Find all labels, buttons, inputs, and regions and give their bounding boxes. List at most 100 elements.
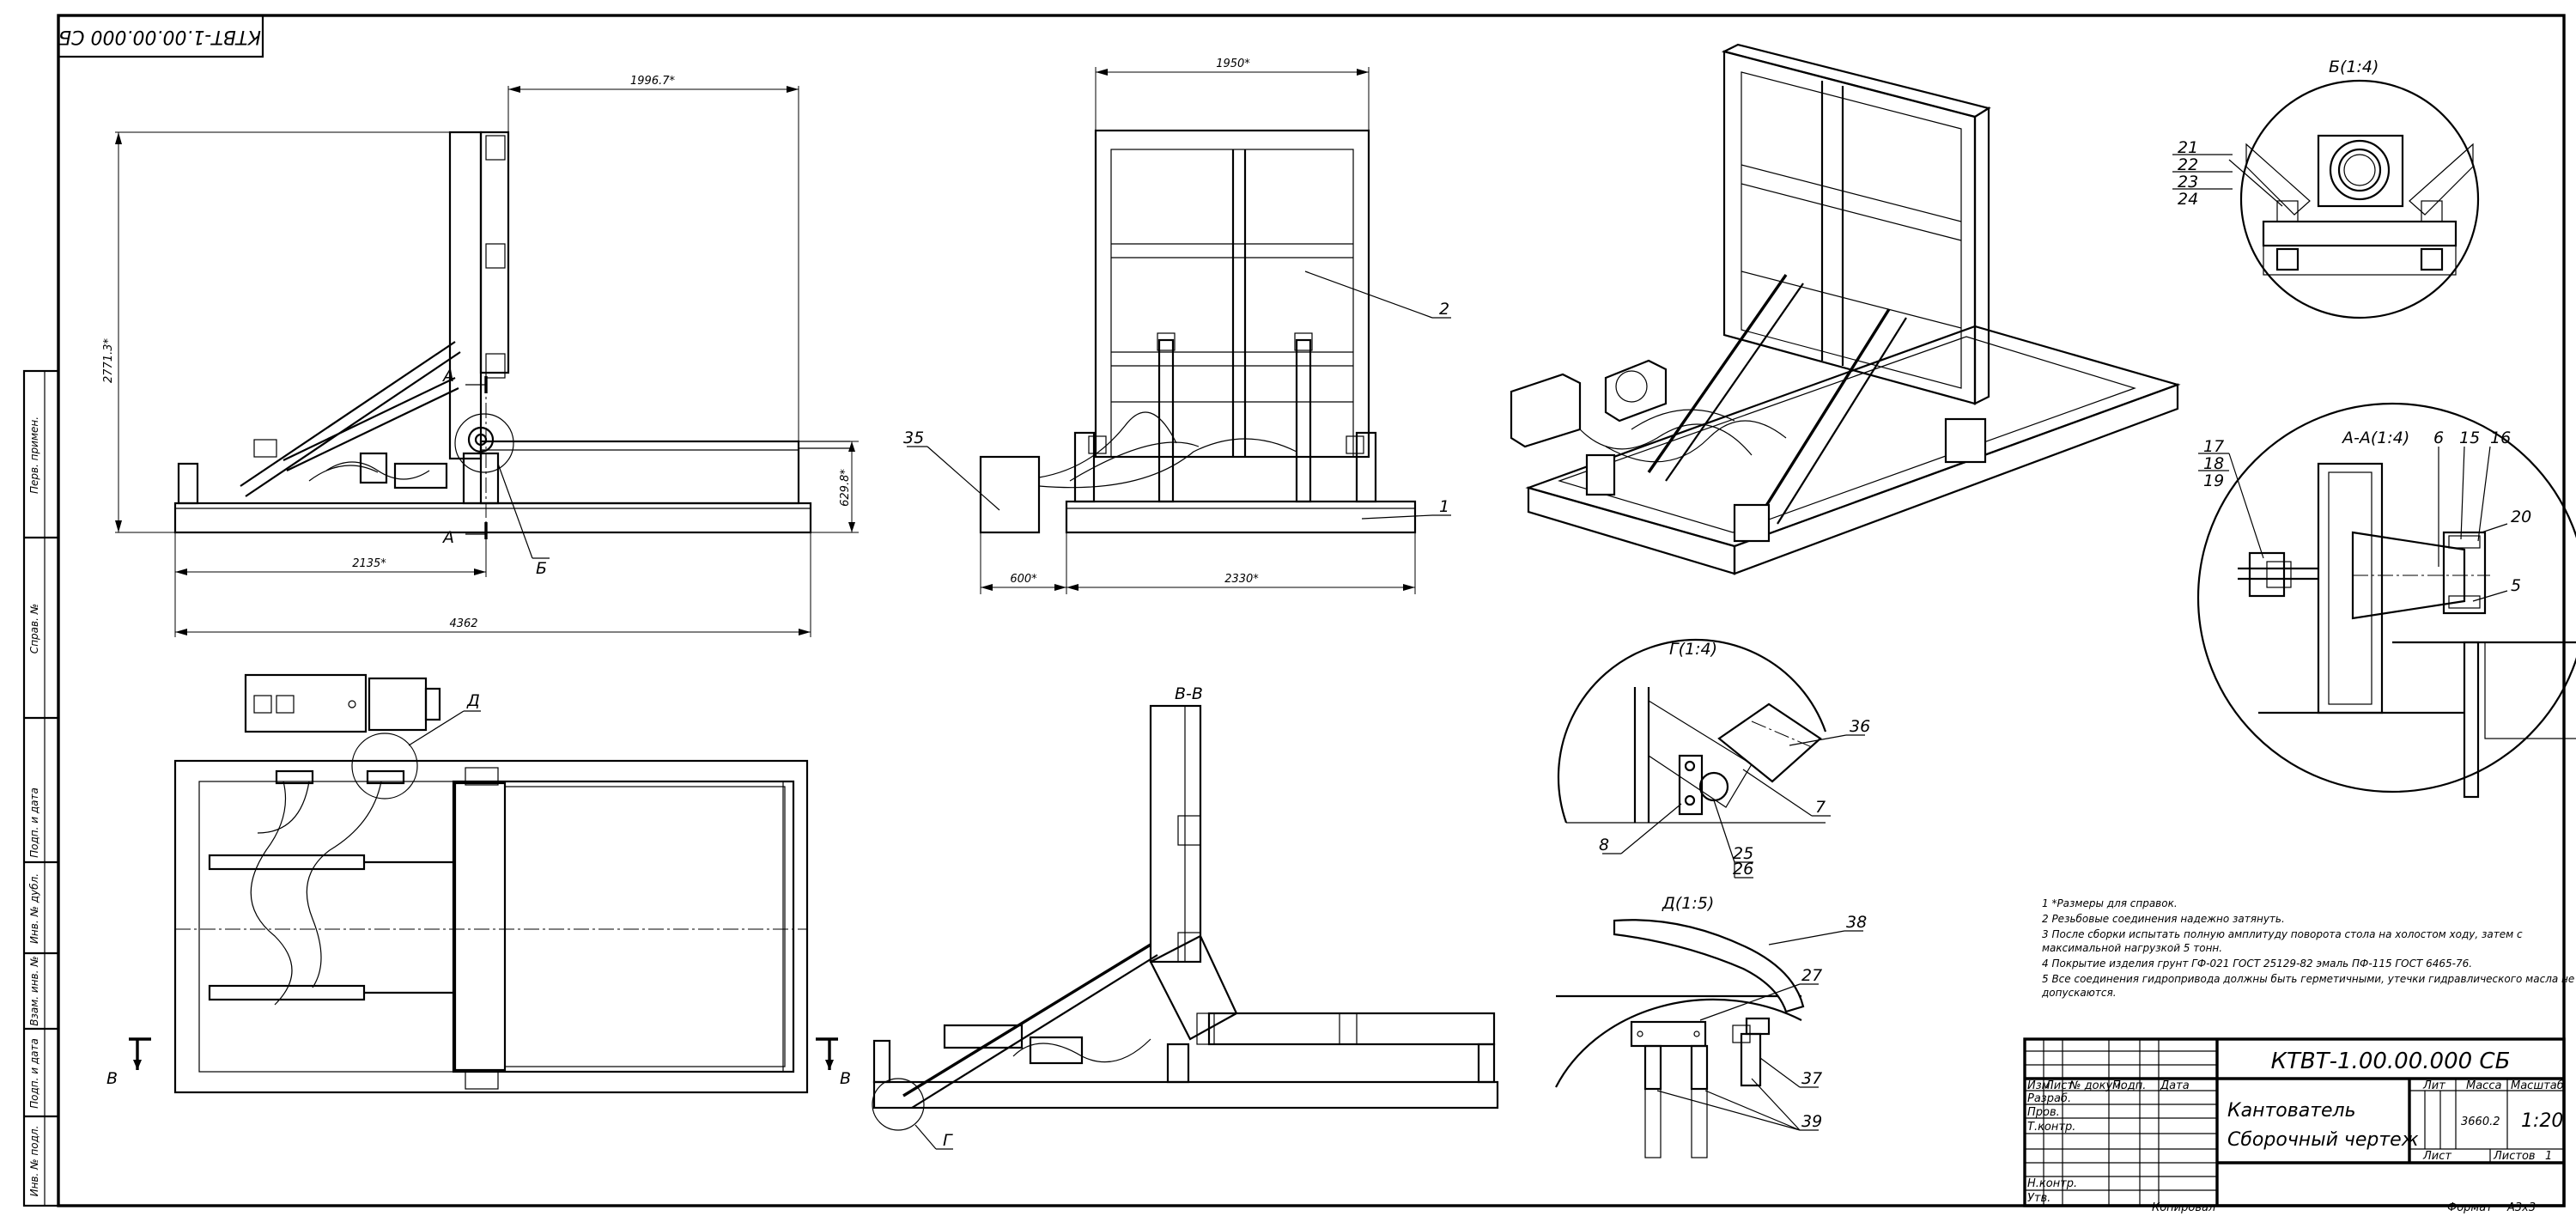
detail-d-label: Д — [466, 691, 480, 710]
section-vv: В-В Г — [872, 684, 1499, 1150]
part-label-21: 21 — [2178, 138, 2198, 157]
part-label-25: 25 — [1733, 844, 1753, 863]
detail-b-title: Б(1:4) — [2329, 58, 2379, 76]
part-label-37: 37 — [1801, 1069, 1822, 1088]
part-label-24: 24 — [2178, 190, 2198, 209]
section-aa-title: А-А(1:4) — [2341, 429, 2409, 447]
detail-g-label: Г — [943, 1131, 953, 1150]
part-label-1: 1 — [1439, 497, 1449, 516]
part-label-15: 15 — [2459, 429, 2480, 447]
section-aa: А-А(1:4) 17 18 19 6 15 16 20 5 — [2196, 402, 2576, 799]
left-stamp-column: Перв. примен. Справ. № Подп. и дата Инв.… — [22, 369, 60, 1207]
tb-sheet: Лист — [2422, 1150, 2451, 1163]
tb-mass: 3660.2 — [2461, 1116, 2500, 1128]
section-vv-title: В-В — [1175, 684, 1203, 703]
technical-notes: 1 *Размеры для справок. 2 Резьбовые соед… — [2041, 897, 2574, 999]
rotated-designation-text: КТВТ-1.00.00.000 СБ — [58, 26, 261, 47]
part-label-38: 38 — [1846, 913, 1867, 932]
detail-b-label: Б — [536, 559, 547, 578]
section-a-bottom: А — [441, 528, 454, 547]
tb-designation: КТВТ-1.00.00.000 СБ — [2271, 1049, 2511, 1074]
part-label-20: 20 — [2511, 508, 2531, 526]
part-label-8: 8 — [1599, 836, 1609, 854]
tb-header-ndoc: № докум. — [2069, 1079, 2124, 1092]
detail-g: Г(1:4) 36 7 8 25 26 — [1557, 638, 1870, 879]
tb-role-nkontr: Н.контр. — [2027, 1177, 2077, 1190]
tb-header-podp: Подп. — [2112, 1079, 2146, 1092]
part-label-36: 36 — [1850, 717, 1870, 736]
note-1: 1 *Размеры для справок. — [2042, 897, 2178, 909]
tb-role-tkontr: Т.контр. — [2027, 1121, 2075, 1134]
dim-side-height: 2771.3* — [102, 338, 115, 383]
dim-side-total: 4362 — [449, 617, 477, 630]
part-label-39: 39 — [1801, 1112, 1822, 1131]
dim-front-base: 2330* — [1224, 573, 1259, 586]
title-block: Изм. Лист № докум. Подп. Дата Разраб. Пр… — [2023, 1037, 2566, 1207]
footer-format-label: Формат — [2447, 1201, 2493, 1214]
tb-sheets: Листов — [2493, 1150, 2536, 1163]
front-view: 1950* 600* 2330* 2 1 35 — [903, 58, 1451, 594]
detail-d-circle — [351, 733, 418, 800]
note-3b: максимальной нагрузкой 5 тонн. — [2042, 942, 2222, 954]
stamp-label-3: Подп. и дата — [28, 787, 40, 858]
dim-front-hyd: 600* — [1010, 573, 1037, 586]
tb-header-data: Дата — [2160, 1079, 2190, 1092]
part-label-26: 26 — [1733, 860, 1753, 879]
tb-role-razrab: Разраб. — [2027, 1092, 2071, 1105]
detail-g-circle — [872, 1078, 925, 1131]
part-label-6: 6 — [2433, 429, 2444, 447]
part-label-16: 16 — [2490, 429, 2511, 447]
detail-d-title: Д(1:5) — [1662, 894, 1714, 913]
dim-side-base: 2135* — [352, 557, 386, 570]
rotated-designation: КТВТ-1.00.00.000 СБ — [57, 14, 264, 58]
dim-front-width: 1950* — [1216, 58, 1250, 70]
tb-header-list: Лист — [2044, 1079, 2074, 1092]
tb-col-mass: Масса — [2466, 1079, 2501, 1092]
tb-name-2: Сборочный чертеж — [2227, 1129, 2419, 1151]
section-a-top: А — [441, 367, 454, 386]
tb-col-scale: Масштаб — [2511, 1079, 2564, 1092]
stamp-label-7: Инв. № подл. — [28, 1126, 40, 1197]
tb-role-prov: Пров. — [2027, 1106, 2060, 1119]
footer-copied: Копировал — [2152, 1201, 2215, 1214]
section-v-right: В — [840, 1069, 851, 1088]
stamp-label-5: Взам. инв. № — [28, 956, 40, 1025]
note-5b: допускаются. — [2041, 987, 2117, 999]
note-5: 5 Все соединения гидропривода должны быт… — [2042, 973, 2574, 985]
tb-col-lit: Лит — [2422, 1079, 2445, 1092]
part-label-17: 17 — [2203, 437, 2224, 456]
tb-header-izm: Изм. — [2027, 1079, 2054, 1092]
tb-scale: 1:20 — [2521, 1110, 2563, 1132]
stamp-label-4: Инв. № дубл. — [28, 873, 40, 944]
part-label-19: 19 — [2203, 471, 2224, 490]
tb-sheets-count: 1 — [2545, 1150, 2552, 1163]
part-label-5: 5 — [2511, 576, 2521, 595]
detail-b-circle — [454, 413, 514, 473]
detail-b: Б(1:4) 21 22 23 24 — [2172, 58, 2480, 319]
note-3: 3 После сборки испытать полную амплитуду… — [2042, 928, 2523, 940]
side-view: А А Б 1996.7* 2771.3* 629.8* 2135* 4 — [102, 75, 859, 637]
part-label-27: 27 — [1801, 966, 1822, 985]
footer-format: А3х3 — [2506, 1201, 2536, 1214]
plan-view: Д В В — [106, 673, 851, 1094]
stamp-label-6: Подп. и дата — [28, 1038, 40, 1109]
part-label-7: 7 — [1815, 798, 1826, 817]
note-2: 2 Резьбовые соединения надежно затянуть. — [2042, 913, 2285, 925]
section-v-left: В — [106, 1069, 118, 1088]
part-label-2: 2 — [1439, 300, 1449, 319]
part-label-22: 22 — [2178, 155, 2198, 174]
part-label-35: 35 — [903, 429, 924, 447]
isometric-view — [1510, 43, 2181, 575]
stamp-label-1: Перв. примен. — [28, 416, 40, 494]
note-4: 4 Покрытие изделия грунт ГФ-021 ГОСТ 251… — [2042, 958, 2472, 970]
tb-name-1: Кантователь — [2227, 1100, 2356, 1122]
detail-g-title: Г(1:4) — [1669, 640, 1717, 659]
detail-d: Д(1:5) 38 27 37 39 — [1555, 894, 1867, 1158]
tb-role-utv: Утв. — [2027, 1192, 2050, 1205]
part-label-23: 23 — [2178, 173, 2198, 192]
stamp-label-2: Справ. № — [28, 604, 40, 654]
part-label-18: 18 — [2203, 454, 2224, 473]
dim-side-width: 1996.7* — [630, 75, 675, 88]
dim-side-right-height: 629.8* — [839, 469, 852, 507]
